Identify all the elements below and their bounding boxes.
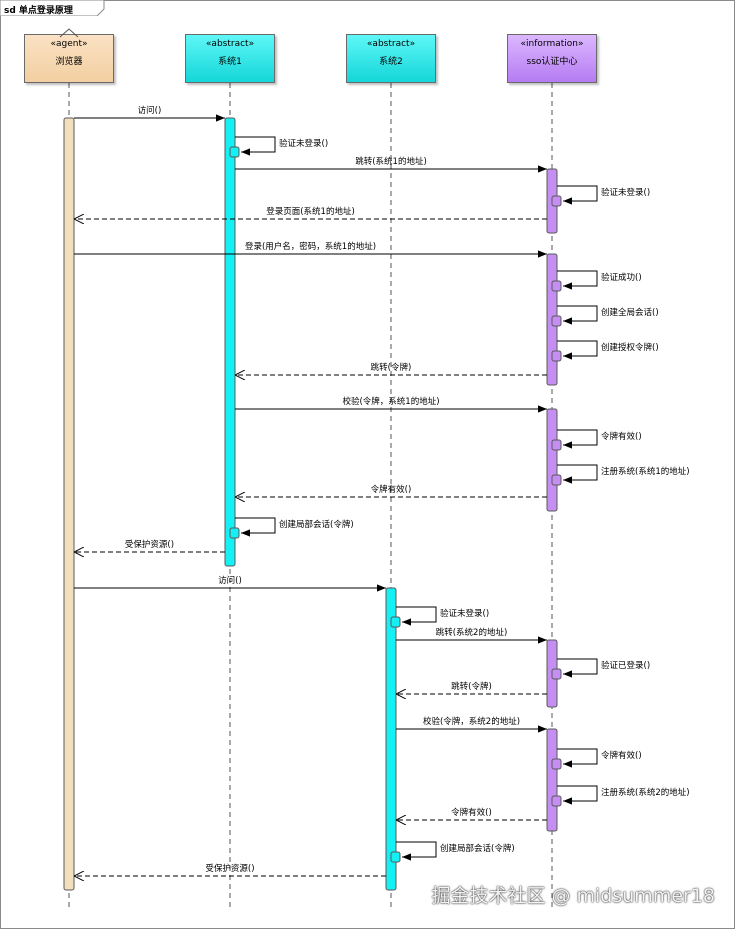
message-label: 创建授权令牌(): [601, 343, 659, 353]
lifeline-sso-name: sso认证中心: [526, 57, 578, 67]
activation-bar-browser: [63, 117, 75, 891]
nested-activation: [551, 350, 562, 362]
nested-activation: [551, 439, 562, 451]
message-label: 令牌有效(): [370, 485, 412, 495]
message-13: [551, 464, 598, 486]
message-label: 验证未登录(): [601, 188, 651, 198]
message-label: 令牌有效(): [451, 808, 492, 818]
activation-bar-sys1: [224, 117, 236, 567]
message-7: [551, 270, 598, 292]
message-label: 验证未登录(): [279, 139, 329, 149]
agent-icon: [59, 28, 79, 38]
message-label: 创建局部会话(令牌): [279, 520, 354, 530]
message-label: 创建局部会话(令牌): [440, 844, 515, 854]
message-label: 跳转(系统2的地址): [435, 628, 508, 638]
lifeline-system1-name: 系统1: [218, 57, 242, 67]
message-label: 创建全局会话(): [601, 308, 659, 318]
message-2: [229, 136, 276, 158]
message-23: [551, 748, 598, 770]
message-label: 受保护资源(): [205, 864, 255, 874]
message-20: [551, 658, 598, 680]
message-label: 校验(令牌，系统2的地址): [422, 717, 521, 727]
nested-activation: [551, 795, 562, 807]
lifeline-system1-stereotype: «abstract»: [205, 39, 255, 49]
lifeline-browser-stereotype: «agent»: [50, 39, 88, 49]
message-label: 登录页面(系统1的地址): [266, 207, 355, 217]
message-26: [390, 841, 437, 863]
message-label: 注册系统(系统1的地址): [601, 467, 690, 477]
message-label: 注册系统(系统2的地址): [601, 788, 690, 798]
diagram-title: sd 单点登录原理: [4, 6, 73, 16]
message-label: 访问(): [218, 576, 242, 586]
message-label: 访问(): [137, 106, 162, 116]
lifeline-system2-name: 系统2: [379, 57, 403, 67]
nested-activation: [390, 851, 401, 863]
activation-bar-sso: [546, 408, 558, 512]
nested-activation: [551, 315, 562, 327]
message-8: [551, 305, 598, 327]
nested-activation: [229, 146, 240, 158]
lifeline-system2-stereotype: «abstract»: [366, 39, 416, 49]
lifeline-sso: «information» sso认证中心: [507, 34, 597, 83]
message-label: 令牌有效(): [601, 751, 642, 761]
nested-activation: [390, 616, 401, 628]
message-4: [551, 185, 598, 207]
lifeline-browser: «agent» 浏览器: [24, 34, 114, 83]
message-label: 跳转(令牌): [451, 682, 492, 692]
message-label: 跳转(系统1的地址): [355, 157, 427, 167]
message-9: [551, 340, 598, 362]
lifeline-system1: «abstract» 系统1: [185, 34, 275, 83]
message-label: 令牌有效(): [601, 432, 642, 442]
message-label: 受保护资源(): [124, 540, 175, 550]
nested-activation: [551, 195, 562, 207]
message-label: 验证已登录(): [601, 661, 651, 671]
message-label: 验证未登录(): [440, 609, 490, 619]
lifeline-sso-stereotype: «information»: [520, 39, 584, 49]
nested-activation: [551, 668, 562, 680]
lifeline-browser-name: 浏览器: [55, 57, 83, 67]
message-24: [551, 785, 598, 807]
message-label: 跳转(令牌): [370, 363, 412, 373]
diagram-title-tab: [0, 0, 105, 16]
message-label: 校验(令牌，系统1的地址): [342, 397, 440, 407]
nested-activation: [551, 758, 562, 770]
message-label: 验证成功(): [601, 273, 642, 283]
watermark: 掘金技术社区 @ midsummer18: [431, 885, 715, 907]
activation-bar-sso: [546, 728, 558, 832]
nested-activation: [229, 527, 240, 539]
message-18: [390, 606, 437, 628]
message-label: 登录(用户名，密码，系统1的地址): [244, 242, 377, 252]
activation-bar-sys2: [385, 587, 397, 891]
message-12: [551, 429, 598, 451]
lifeline-system2: «abstract» 系统2: [346, 34, 436, 83]
nested-activation: [551, 474, 562, 486]
message-15: [229, 517, 276, 539]
nested-activation: [551, 280, 562, 292]
